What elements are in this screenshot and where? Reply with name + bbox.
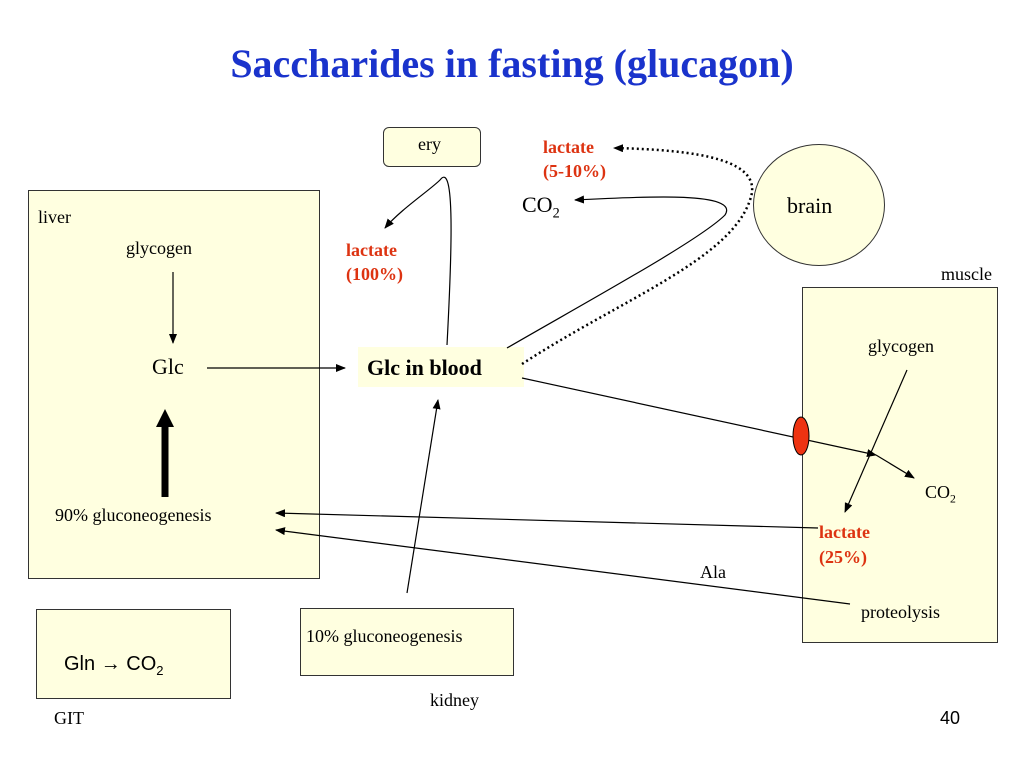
muscle-box (802, 287, 998, 643)
arrow-ala-to-gluconeogenesis (275, 527, 851, 605)
ala-label: Ala (700, 562, 726, 582)
arrow-muscle-glycogen-to-lactate (844, 369, 908, 513)
muscle-lactate-label: lactate (25%) (819, 522, 870, 567)
arrow-blood-to-brain-co2 (506, 195, 728, 349)
arrow-blood-to-muscle (521, 377, 877, 457)
ery-label: ery (418, 134, 441, 154)
ery-box (383, 127, 481, 167)
git-gln-co2-label: Gln → CO2 (64, 653, 164, 678)
liver-box (28, 190, 320, 579)
muscle-glycogen-label: glycogen (868, 336, 934, 356)
slide-title: Saccharides in fasting (glucagon) (230, 41, 794, 86)
kidney-label: kidney (430, 690, 479, 710)
arrow-kidney-to-blood (406, 399, 441, 594)
liver-gluconeogenesis-label: 90% gluconeogenesis (55, 505, 212, 525)
brain-circle (753, 144, 885, 266)
muscle-label: muscle (941, 264, 992, 284)
muscle-co2-label: CO2 (925, 482, 956, 506)
muscle-proteolysis-label: proteolysis (861, 602, 940, 622)
arrow-lactate-to-gluconeogenesis (275, 509, 819, 529)
arrow-muscle-to-co2 (875, 454, 915, 479)
blood-glucose-box (358, 347, 524, 387)
lactate-brain-label: lactate (5-10%) (543, 137, 606, 181)
git-label: GIT (54, 708, 84, 728)
arrow-blood-to-ery-lactate (384, 176, 452, 346)
brain-label: brain (787, 193, 833, 218)
liver-glc-label: Glc (152, 354, 184, 379)
git-box (36, 609, 231, 699)
brain-co2-label: CO2 (522, 192, 560, 222)
page-number: 40 (940, 708, 961, 728)
liver-label: liver (38, 207, 71, 227)
blood-glucose-label: Glc in blood (367, 355, 482, 380)
liver-glycogen-label: glycogen (126, 238, 192, 258)
kidney-box (300, 608, 514, 676)
glucose-transporter-marker (792, 416, 810, 456)
kidney-gluconeogenesis-label: 10% gluconeogenesis (306, 626, 463, 646)
lactate-ery-label: lactate (100%) (346, 240, 403, 284)
arrow-blood-to-brain-lactate (521, 144, 754, 366)
